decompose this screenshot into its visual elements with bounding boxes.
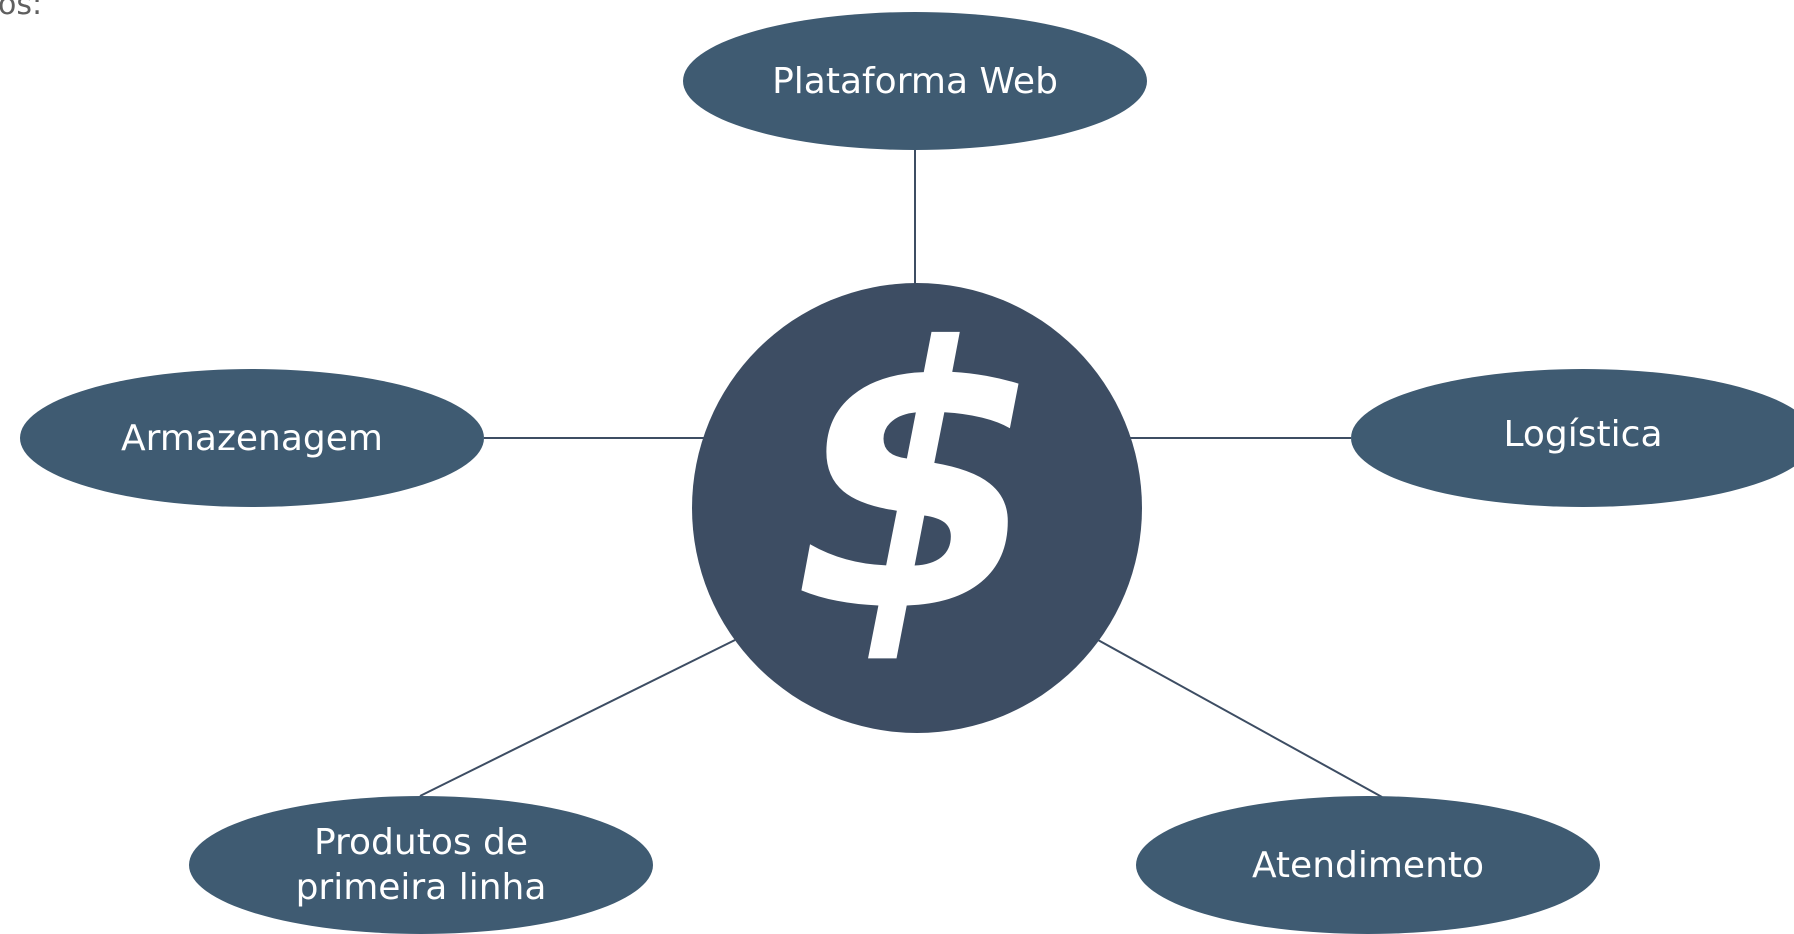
label-atendimento: Atendimento (1251, 844, 1485, 886)
node-logistica (1351, 369, 1794, 507)
label-produtos: Produtos de primeira linha (295, 822, 547, 908)
label-logistica: Logística (1503, 413, 1663, 455)
node-plataforma-web (683, 12, 1147, 150)
node-armazenagem (20, 369, 484, 507)
central-circle (692, 283, 1142, 733)
node-produtos (189, 796, 653, 934)
partial-caption-text: os: (0, 0, 43, 22)
node-atendimento (1136, 796, 1600, 934)
dollar-icon: $ (792, 271, 1043, 690)
label-armazenagem: Armazenagem (121, 417, 383, 459)
label-plataforma-web: Plataforma Web (772, 60, 1058, 102)
connector-produtos (419, 639, 736, 797)
connector-atendimento (1097, 639, 1383, 798)
